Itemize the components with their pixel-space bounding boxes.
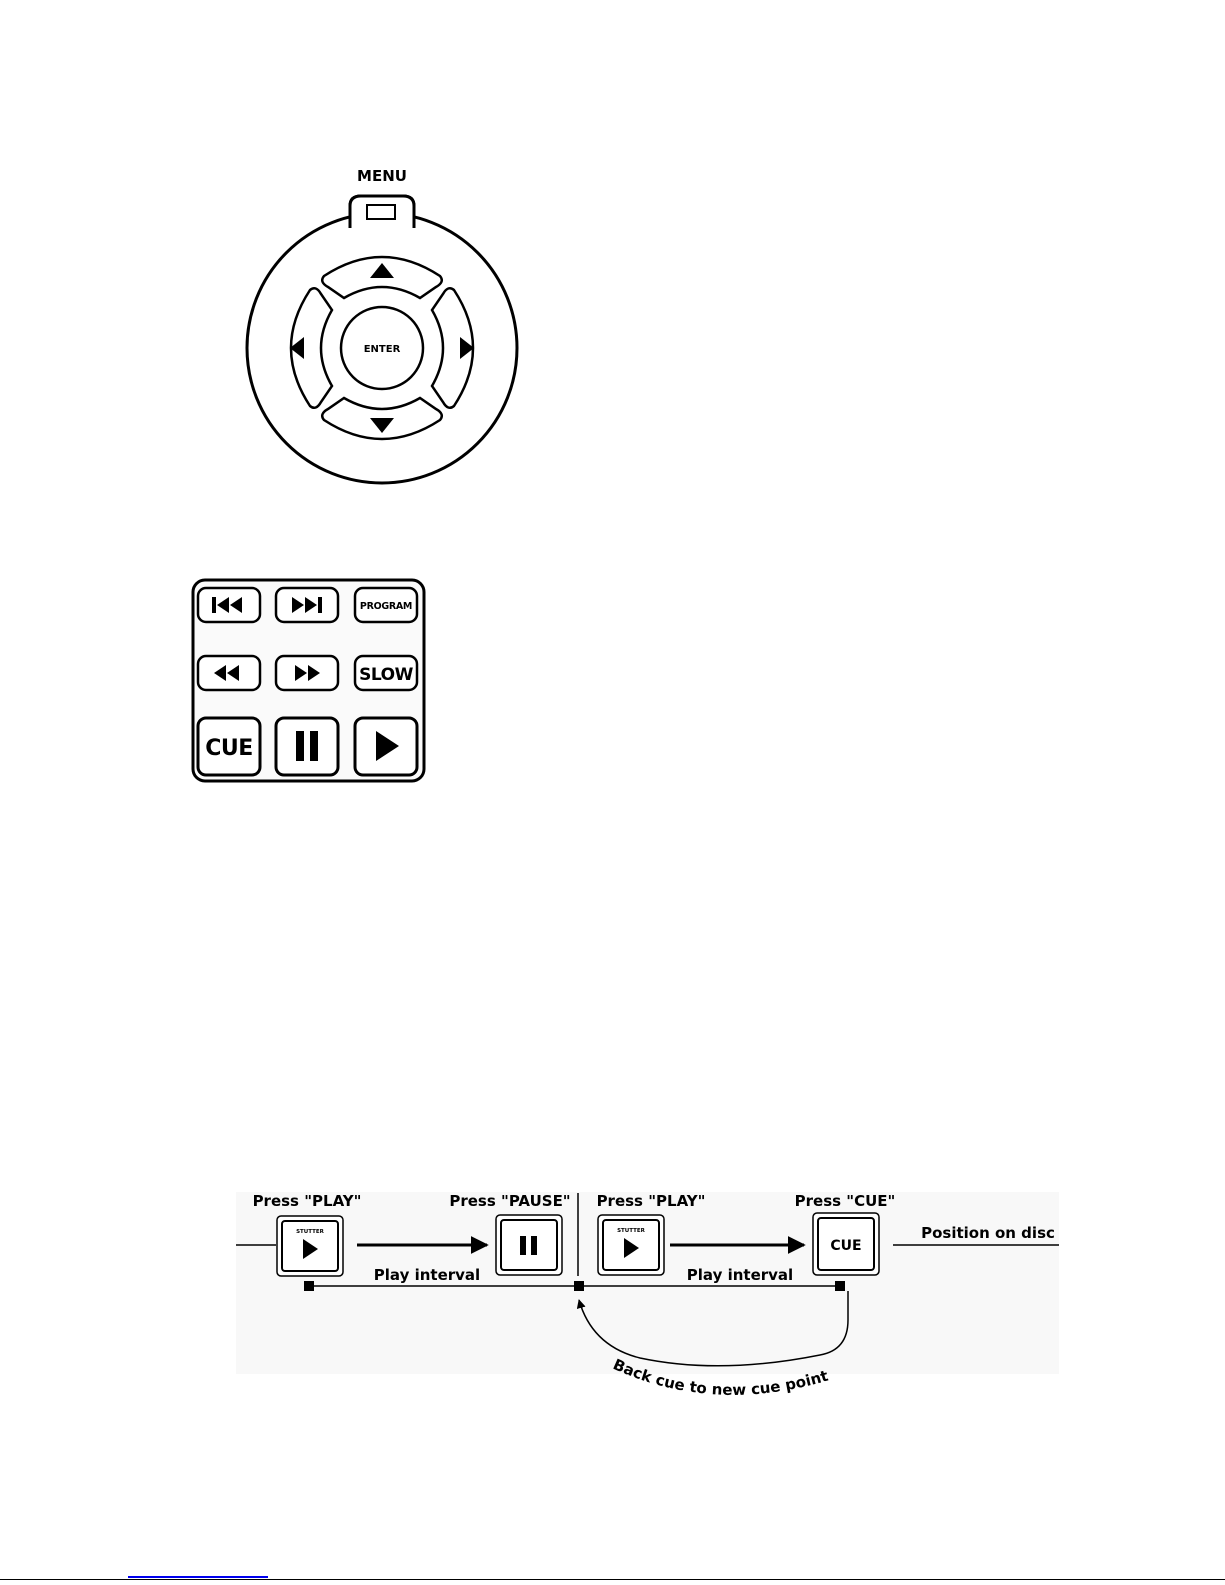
step-2-caption: Press "PAUSE" <box>449 1192 570 1210</box>
enter-button[interactable]: ENTER <box>341 307 423 389</box>
enter-label: ENTER <box>364 344 401 355</box>
play-interval-label-2: Play interval <box>687 1266 793 1284</box>
position-on-disc-label: Position on disc <box>921 1224 1055 1242</box>
fast-forward-button[interactable] <box>276 656 338 690</box>
program-label: PROGRAM <box>360 601 412 612</box>
cue-label: CUE <box>205 736 253 761</box>
play-button[interactable] <box>355 718 417 775</box>
next-track-button[interactable] <box>276 588 338 622</box>
cue-point-marker <box>835 1281 845 1291</box>
previous-track-button[interactable] <box>198 588 260 622</box>
navigation-pad: MENU ENTER <box>247 167 517 483</box>
cue-button[interactable]: CUE <box>198 718 260 775</box>
program-button[interactable]: PROGRAM <box>355 588 417 622</box>
step-4-caption: Press "CUE" <box>795 1192 896 1210</box>
pause-button[interactable] <box>276 718 338 775</box>
cue-diagram: Press "PLAY" Press "PAUSE" Press "PLAY" … <box>236 1192 1059 1399</box>
slow-button[interactable]: SLOW <box>355 656 417 690</box>
step-3-stutter-label: STUTTER <box>617 1228 646 1234</box>
step-2-pause-button <box>496 1215 562 1275</box>
step-3-caption: Press "PLAY" <box>597 1192 706 1210</box>
step-1-caption: Press "PLAY" <box>253 1192 362 1210</box>
footer-rule <box>0 1579 1225 1580</box>
rewind-button[interactable] <box>198 656 260 690</box>
footer-link-underline[interactable] <box>128 1576 268 1578</box>
slow-label: SLOW <box>359 665 413 685</box>
step-3-play-button: STUTTER <box>598 1215 664 1275</box>
step-1-stutter-label: STUTTER <box>296 1229 325 1235</box>
menu-button[interactable] <box>367 205 395 219</box>
menu-label: MENU <box>357 167 407 185</box>
step-4-cue-label: CUE <box>830 1238 861 1254</box>
step-4-cue-button: CUE <box>813 1213 879 1275</box>
transport-panel: PROGRAM SLOW CUE <box>193 580 424 781</box>
cue-point-marker <box>574 1281 584 1291</box>
play-interval-label-1: Play interval <box>374 1266 480 1284</box>
cue-point-marker <box>304 1281 314 1291</box>
step-1-play-button: STUTTER <box>277 1216 343 1276</box>
